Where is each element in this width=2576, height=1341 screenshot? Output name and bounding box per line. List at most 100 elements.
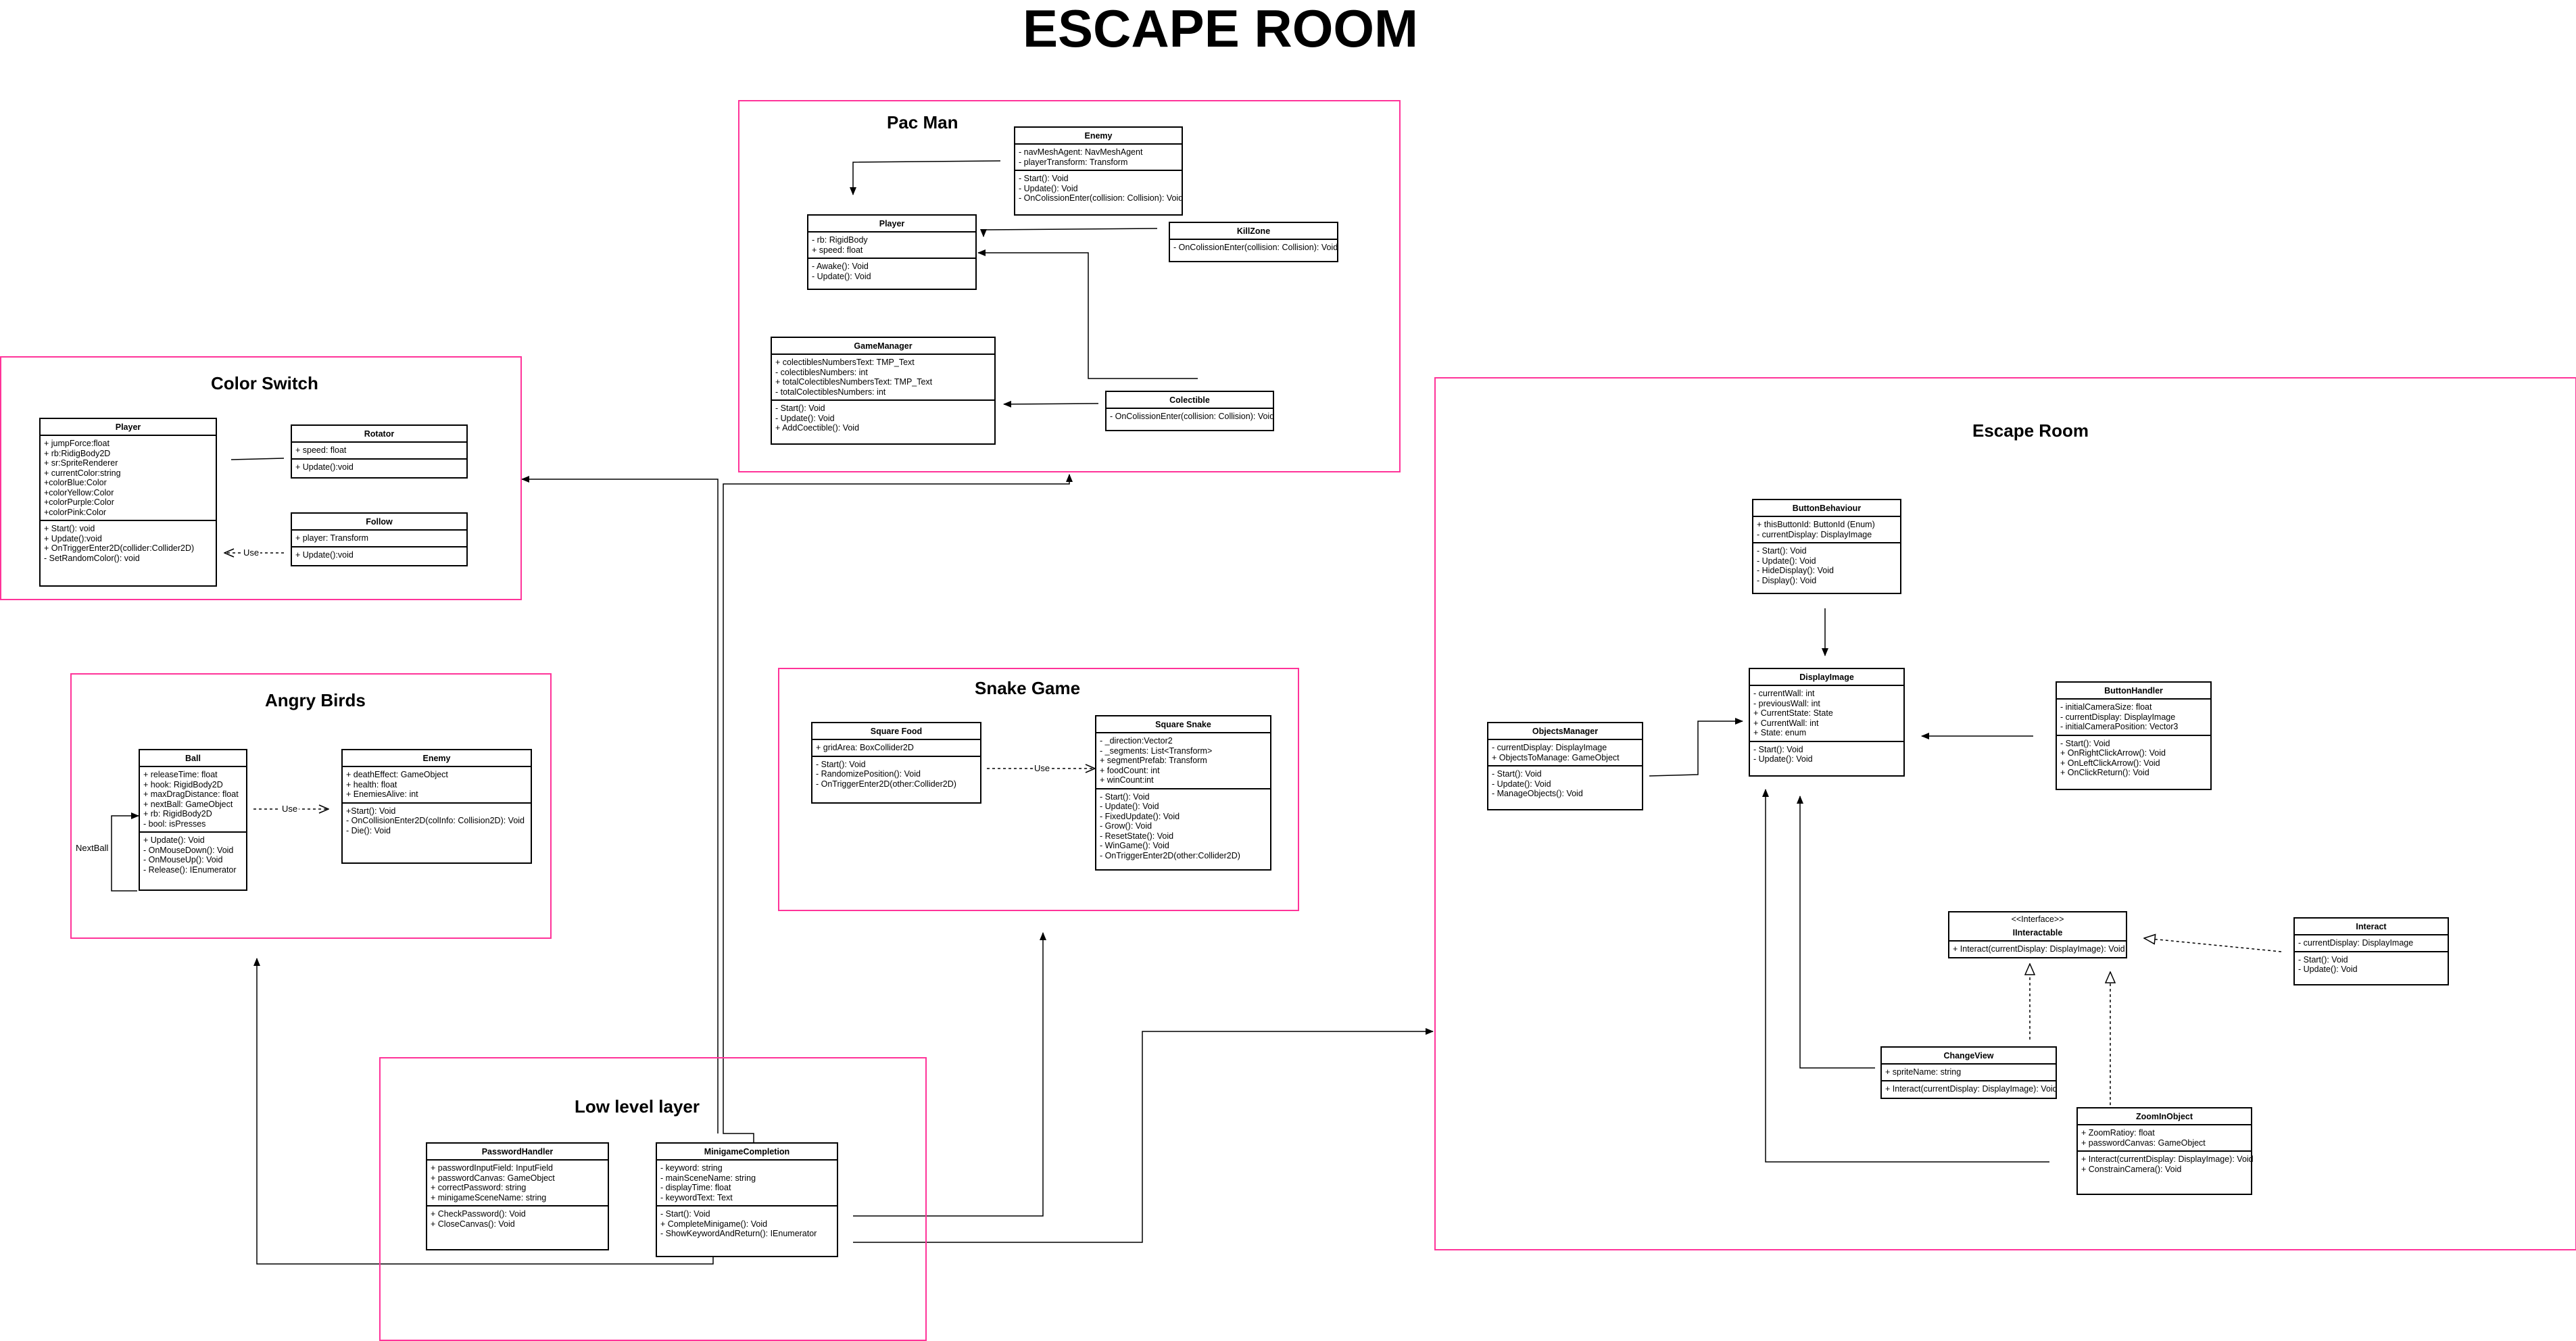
class-escaperoom-buttonhandler[interactable]: ButtonHandler- initialCameraSize: float-…: [2056, 681, 2212, 790]
class-attribute: - playerTransform: Transform: [1019, 157, 1128, 167]
class-pacman-killzone[interactable]: KillZone- OnColissionEnter(collision: Co…: [1169, 222, 1338, 262]
connector-minigame-colorswitch: [521, 476, 719, 1133]
class-lowlevel-minigamecompletion[interactable]: MinigameCompletion- keyword: string- mai…: [656, 1142, 838, 1257]
class-pacman-enemy[interactable]: Enemy - navMeshAgent: NavMeshAgent- playe…: [1014, 126, 1183, 216]
class-escaperoom-buttonbehaviour[interactable]: ButtonBehaviour+ thisButtonId: ButtonId …: [1752, 499, 1901, 594]
class-colorswitch-rotator[interactable]: Rotator + speed: float + Update():void: [291, 424, 468, 479]
frame-escaperoom: [1434, 377, 2576, 1250]
class-attribute: - keywordText: Text: [660, 1192, 733, 1202]
class-methods: + Interact(currentDisplay: DisplayImage)…: [2078, 1150, 2254, 1177]
class-pacman-player[interactable]: Player- rb: RigidBody+ speed: float- Awa…: [807, 214, 977, 290]
class-snake-food[interactable]: Square Food+ gridArea: BoxCollider2D- St…: [811, 722, 981, 804]
class-attribute: + currentColor:string: [44, 468, 121, 478]
class-method: + OnTriggerEnter2D(collider:Collider2D): [44, 543, 195, 553]
class-name: Enemy: [1084, 131, 1113, 141]
class-attribute: + spriteName: string: [1885, 1067, 1962, 1077]
class-attribute: - navMeshAgent: NavMeshAgent: [1019, 147, 1143, 157]
class-method: +Start(): Void: [346, 806, 396, 816]
class-name: Rotator: [364, 429, 395, 439]
class-angrybirds-enemy[interactable]: Enemy+ deathEffect: GameObject+ health: …: [341, 749, 532, 864]
class-attributes: + deathEffect: GameObject+ health: float…: [343, 766, 531, 802]
class-attribute: + EnemiesAlive: int: [346, 789, 418, 799]
class-attribute: +colorPurple:Color: [44, 497, 114, 507]
class-method: + AddCoectible(): Void: [775, 423, 860, 433]
class-escaperoom-changeview[interactable]: ChangeView+ spriteName: string+ Interact…: [1880, 1046, 2058, 1099]
class-method: - Start(): Void: [2060, 738, 2110, 748]
class-methods: + Update():void: [292, 545, 466, 563]
class-attribute: + jumpForce:float: [44, 439, 110, 448]
label-use-colorswitch: Use: [242, 547, 261, 558]
connector-interact-iinteractable: [2144, 938, 2282, 952]
class-escaperoom-interact[interactable]: Interact- currentDisplay: DisplayImage- …: [2293, 917, 2449, 985]
class-attribute: + foodCount: int: [1100, 765, 1160, 775]
connector-killzone-player: [980, 228, 1158, 237]
class-colorswitch-follow[interactable]: Follow+ player: Transform+ Update():void: [291, 512, 468, 566]
class-attributes: + speed: float: [292, 441, 466, 458]
class-attribute: + nextBall: GameObject: [143, 799, 233, 809]
frame-lowlevel: [379, 1057, 927, 1341]
class-method: - Start(): Void: [1753, 744, 1803, 754]
class-methods: - Start(): Void- Update(): Void- OnColis…: [1015, 170, 1183, 206]
class-attribute: + speed: float: [812, 245, 863, 255]
class-attribute: - _direction:Vector2: [1100, 736, 1173, 746]
class-attribute: + rb:RidigBody2D: [44, 448, 111, 458]
class-attribute: + Interact(currentDisplay: DisplayImage)…: [1953, 944, 2125, 954]
connector-minigame-escaperoom: [853, 1028, 1434, 1243]
class-angrybirds-ball[interactable]: Ball+ releaseTime: float+ hook: RigidBod…: [139, 749, 247, 891]
class-method: + Update():void: [295, 462, 354, 472]
class-method: + Update():void: [295, 550, 354, 560]
class-attribute: + totalColectiblesNumbersText: TMP_Text: [775, 377, 933, 387]
connector-objects-display: [1649, 718, 1743, 777]
class-attributes: - currentDisplay: DisplayImage: [2295, 934, 2448, 951]
class-name: DisplayImage: [1799, 673, 1854, 682]
class-methods: + Update(): Void- OnMouseDown(): Void- O…: [140, 831, 246, 877]
class-name: Player: [115, 422, 141, 432]
class-attributes: - OnColissionEnter(collision: Collision)…: [1170, 239, 1338, 255]
class-attribute: - totalColectiblesNumbers: int: [775, 387, 886, 397]
class-attribute: + rb: RigidBody2D: [143, 809, 212, 819]
class-escaperoom-objectsmanager[interactable]: ObjectsManager - currentDisplay: DisplayI…: [1487, 722, 1643, 810]
class-attribute: - currentDisplay: DisplayImage: [1492, 743, 1607, 752]
frame-title-escaperoom: Escape Room: [1972, 420, 2089, 441]
class-pacman-gamemanager[interactable]: GameManager+ colectiblesNumbersText: TMP…: [771, 337, 996, 445]
class-lowlevel-passwordhandler[interactable]: PasswordHandler+ passwordInputField: Inp…: [426, 1142, 609, 1250]
class-method: + OnClickReturn(): Void: [2060, 768, 2149, 777]
class-escaperoom-iinteractable[interactable]: <<Interface>>IInteractable+ Interact(cur…: [1948, 911, 2127, 958]
class-method: + Start(): void: [44, 524, 95, 533]
class-attribute: - OnColissionEnter(collision: Collision)…: [1173, 243, 1338, 252]
connector-enemy-player: [850, 160, 1001, 195]
class-method: - RandomizePosition(): Void: [816, 769, 921, 779]
class-attribute: - _segments: List<Transform>: [1100, 746, 1213, 756]
connector-minigame-angrybirds: [253, 958, 714, 1265]
connector-changeview-display: [1797, 796, 1875, 1069]
frame-title-snake: Snake Game: [975, 678, 1081, 698]
class-colorswitch-player[interactable]: Player+ jumpForce:float+ rb:RidigBody2D+…: [39, 418, 217, 587]
class-name: ObjectsManager: [1532, 727, 1599, 736]
class-attribute: + health: float: [346, 779, 397, 789]
class-attribute: + CurrentState: State: [1753, 708, 1833, 718]
class-attributes: + thisButtonId: ButtonId (Enum)- current…: [1753, 516, 1900, 542]
class-attribute: - bool: isPresses: [143, 819, 206, 829]
class-snake-snake[interactable]: Square Snake- _direction:Vector2- _segme…: [1095, 715, 1271, 871]
class-escaperoom-displayimage[interactable]: DisplayImage- currentWall: int- previous…: [1749, 668, 1905, 777]
class-methods: - Start(): Void- Update(): Void: [1750, 740, 1903, 767]
class-attribute: + deathEffect: GameObject: [346, 770, 448, 779]
class-method: - Update(): Void: [1492, 779, 1551, 789]
class-method: + Update():void: [44, 533, 102, 543]
class-stereotype: <<Interface>>: [2011, 915, 2064, 924]
class-attribute: + ZoomRatioy: float: [2081, 1128, 2155, 1138]
class-escaperoom-zoominobject[interactable]: ZoomInObject+ ZoomRatioy: float+ passwor…: [2076, 1107, 2254, 1195]
connector-zoom-display: [1762, 789, 2049, 1163]
class-attribute: + sr:SpriteRenderer: [44, 458, 118, 468]
class-methods: - Start(): Void- Update(): Void: [2295, 950, 2448, 977]
class-method: + Interact(currentDisplay: DisplayImage)…: [1885, 1083, 2058, 1094]
class-attribute: + passwordInputField: InputField: [431, 1163, 554, 1173]
diagram-title: ESCAPE ROOM: [1022, 0, 1419, 58]
class-methods: - Start(): Void- RandomizePosition(): Vo…: [812, 755, 980, 792]
frame-title-lowlevel: Low level layer: [575, 1096, 700, 1117]
class-method: - SetRandomColor(): void: [44, 553, 140, 563]
class-attributes: + ZoomRatioy: float+ passwordCanvas: Gam…: [2078, 1124, 2251, 1150]
class-attributes: + colectiblesNumbersText: TMP_Text- cole…: [772, 353, 994, 399]
class-pacman-colectible[interactable]: Colectible- OnColissionEnter(collision: …: [1105, 391, 1274, 431]
class-name: ButtonHandler: [2104, 686, 2163, 696]
